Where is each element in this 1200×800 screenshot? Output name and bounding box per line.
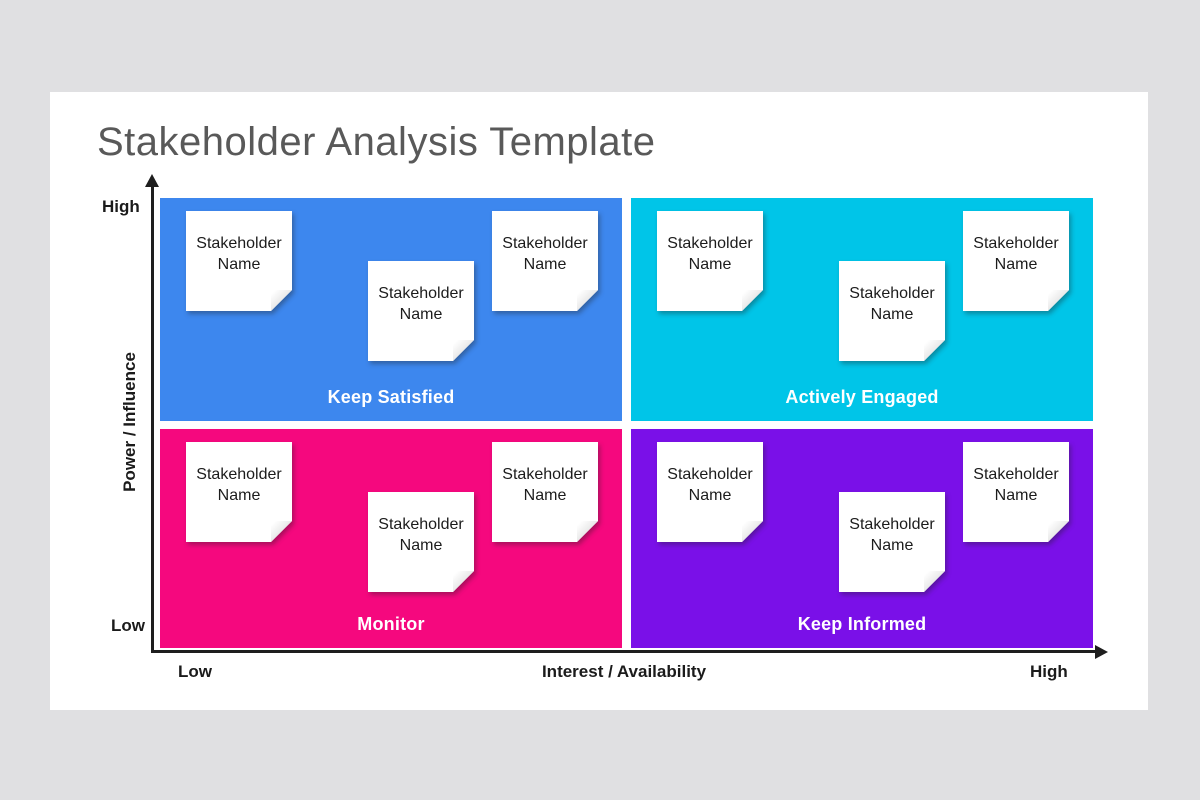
sticky-note[interactable]: Stakeholder Name: [963, 442, 1069, 542]
quadrant-keep-informed: Stakeholder Name Stakeholder Name Stakeh…: [631, 429, 1093, 648]
note-fold-icon: [453, 340, 474, 361]
sticky-note[interactable]: Stakeholder Name: [657, 211, 763, 311]
sticky-note[interactable]: Stakeholder Name: [368, 492, 474, 592]
quadrant-actively-engaged: Stakeholder Name Stakeholder Name Stakeh…: [631, 198, 1093, 421]
note-fold-icon: [271, 521, 292, 542]
quadrant-label-monitor: Monitor: [357, 614, 425, 634]
sticky-note[interactable]: Stakeholder Name: [839, 492, 945, 592]
y-axis-arrow-up-icon: [145, 174, 159, 187]
y-axis-low-label: Low: [111, 616, 145, 635]
x-axis-arrow-right-icon: [1095, 644, 1108, 659]
note-fold-icon: [742, 521, 763, 542]
sticky-note[interactable]: Stakeholder Name: [186, 442, 292, 542]
note-fold-icon: [453, 571, 474, 592]
quadrant-label-actively-engaged: Actively Engaged: [785, 387, 939, 407]
x-axis-low-label: Low: [178, 662, 212, 681]
note-fold-icon: [1048, 290, 1069, 311]
sticky-note[interactable]: Stakeholder Name: [368, 261, 474, 361]
sticky-note[interactable]: Stakeholder Name: [492, 442, 598, 542]
note-fold-icon: [577, 521, 598, 542]
page-title: Stakeholder Analysis Template: [97, 120, 656, 164]
x-axis-high-label: High: [1030, 662, 1068, 681]
y-axis-title: Power / Influence: [120, 352, 139, 492]
sticky-note[interactable]: Stakeholder Name: [492, 211, 598, 311]
y-axis-high-label: High: [102, 197, 140, 216]
x-axis-title: Interest / Availability: [541, 662, 707, 681]
x-axis-line: [151, 650, 1097, 653]
sticky-note[interactable]: Stakeholder Name: [839, 261, 945, 361]
note-fold-icon: [271, 290, 292, 311]
quadrant-keep-satisfied: Stakeholder Name Stakeholder Name Stakeh…: [160, 198, 622, 421]
quadrant-monitor: Stakeholder Name Stakeholder Name Stakeh…: [160, 429, 622, 648]
note-fold-icon: [924, 571, 945, 592]
y-axis-line: [151, 186, 154, 652]
sticky-note[interactable]: Stakeholder Name: [186, 211, 292, 311]
slide-card: Stakeholder Analysis Template High Low L…: [50, 92, 1148, 710]
note-fold-icon: [742, 290, 763, 311]
note-fold-icon: [1048, 521, 1069, 542]
quadrant-label-keep-informed: Keep Informed: [797, 614, 927, 634]
quadrant-label-keep-satisfied: Keep Satisfied: [327, 387, 455, 407]
sticky-note[interactable]: Stakeholder Name: [657, 442, 763, 542]
sticky-note-label: Stakeholder Name: [186, 211, 292, 311]
sticky-note[interactable]: Stakeholder Name: [963, 211, 1069, 311]
sticky-note-label: Stakeholder Name: [368, 492, 474, 592]
note-fold-icon: [924, 340, 945, 361]
note-fold-icon: [577, 290, 598, 311]
